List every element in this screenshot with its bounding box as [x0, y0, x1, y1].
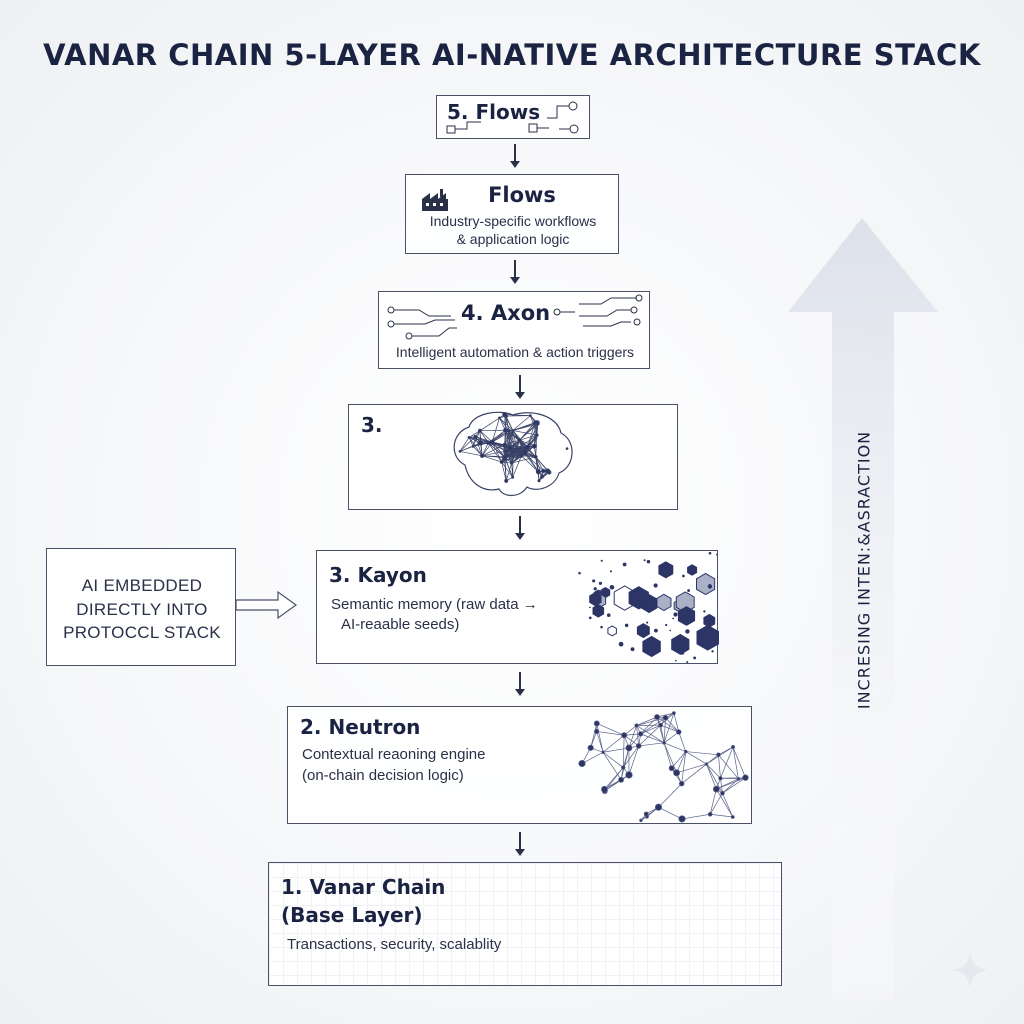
connector-arrow — [510, 260, 520, 284]
layer-kayon-title: 3. Kayon — [329, 563, 427, 587]
layer-axon: 4. Axon Intelligent automation & action … — [378, 291, 650, 369]
connector-arrow — [515, 832, 525, 856]
ai-embedded-callout: AI EMBEDDED DIRECTLY INTO PROTOCCL STACK — [46, 548, 236, 666]
callout-line3: PROTOCCL STACK — [63, 623, 221, 642]
sparkle-icon — [952, 952, 988, 988]
hexagon-cluster-icon — [578, 551, 719, 664]
callout-arrow — [235, 590, 298, 620]
layer-vanar-desc: Transactions, security, scalablity — [287, 936, 502, 953]
layer-flows-title: Flows — [488, 183, 556, 207]
layer-kayon-desc-line1: Semantic memory (raw data → — [331, 596, 538, 613]
layer-neutron-desc-line1: Contextual reaoning engine — [302, 746, 486, 763]
layer-neutron-desc-line2: (on-chain decision logic) — [302, 767, 464, 784]
circuit-icon — [446, 101, 579, 134]
network-graph-icon — [578, 711, 749, 823]
callout-line2: DIRECTLY INTO — [76, 600, 208, 619]
layer-flows-top-label: 5. Flows — [447, 100, 541, 124]
layer-brain-title: 3. — [361, 413, 383, 437]
layer-flows: Flows Industry-specific workflows & appl… — [405, 174, 619, 254]
layer-neutron-title: 2. Neutron — [300, 715, 421, 739]
brain-network-icon — [453, 411, 573, 497]
page-title: VANAR CHAIN 5-LAYER AI-NATIVE ARCHITECTU… — [43, 38, 981, 72]
connector-arrow — [515, 672, 525, 696]
layer-vanar-title-line2: (Base Layer) — [281, 903, 423, 927]
abstraction-axis-label: INCRESING INTEN:&ASRACTION — [854, 430, 874, 710]
layer-axon-desc: Intelligent automation & action triggers — [395, 344, 635, 360]
layer-flows-desc-line2: & application logic — [456, 231, 570, 247]
layer-flows-top: 5. Flows — [436, 95, 590, 139]
layer-axon-title: 4. Axon — [461, 301, 551, 325]
layer-brain: 3. — [348, 404, 678, 510]
connector-arrow — [510, 144, 520, 168]
layer-vanar-chain: 1. Vanar Chain (Base Layer) Transactions… — [268, 862, 782, 986]
layer-flows-desc-line1: Industry-specific workflows — [429, 213, 597, 229]
layer-kayon-desc-line2: AI-reaable seeds) — [341, 616, 460, 633]
layer-kayon: 3. Kayon Semantic memory (raw data → AI-… — [316, 550, 719, 664]
background-grid — [269, 863, 781, 985]
circuit-icon — [387, 294, 643, 340]
layer-neutron: 2. Neutron Contextual reaoning engine (o… — [287, 706, 752, 824]
connector-arrow — [515, 375, 525, 399]
factory-icon — [422, 189, 448, 211]
layer-vanar-title-line1: 1. Vanar Chain — [281, 875, 446, 899]
connector-arrow — [515, 516, 525, 540]
callout-line1: AI EMBEDDED — [81, 576, 203, 595]
